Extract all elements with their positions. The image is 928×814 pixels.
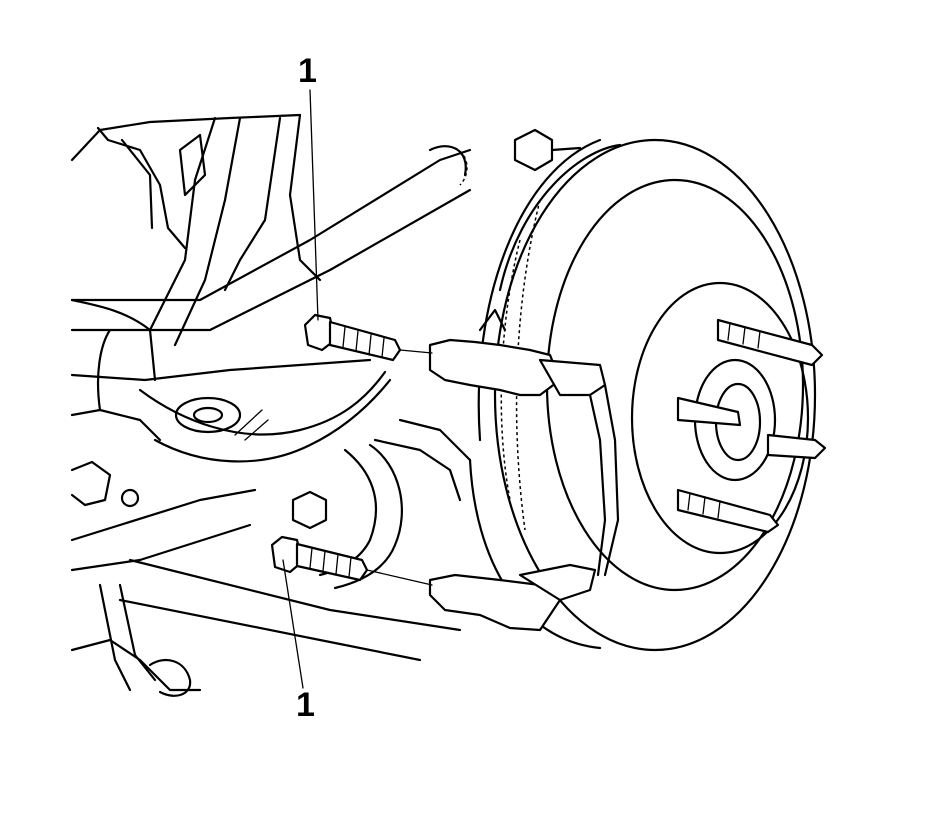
wheel-studs: [676, 318, 827, 534]
caliper-bracket-bolt-lower: [270, 535, 433, 586]
caliper-bracket-bolt-upper: [303, 313, 433, 362]
knuckle-nut-upper: [513, 128, 582, 172]
callout-label-top: 1: [298, 52, 317, 90]
leader-line-bottom: [282, 559, 304, 689]
caliper-bracket: [428, 308, 620, 632]
lower-control-arm: [138, 370, 392, 463]
knuckle-nut-lower: [291, 490, 328, 530]
suspension-frame: [70, 113, 472, 442]
callout-label-bottom: 1: [296, 686, 315, 724]
lower-links: [70, 460, 462, 697]
leader-line-top: [309, 89, 319, 321]
